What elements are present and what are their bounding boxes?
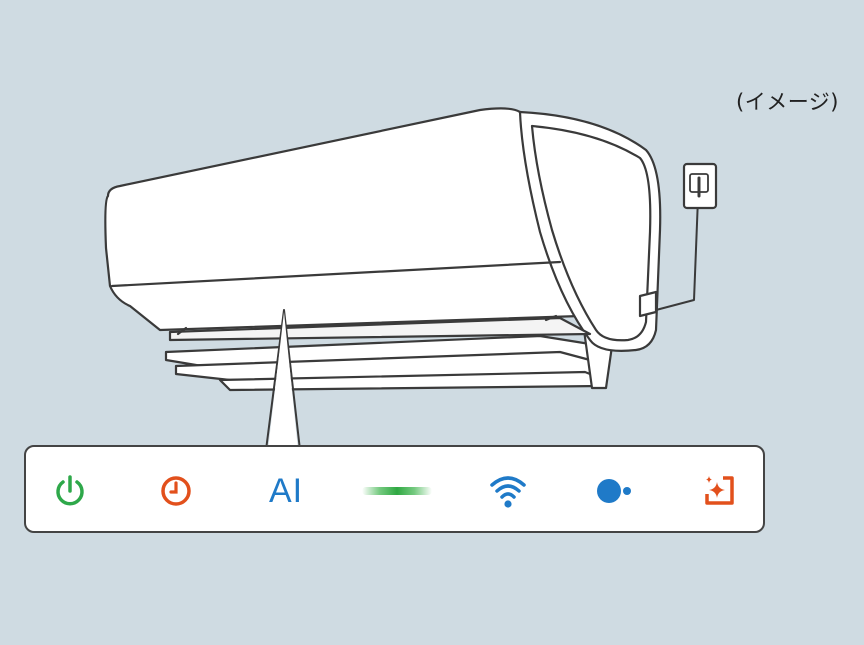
wifi-indicator (486, 471, 530, 511)
clock-icon (161, 476, 191, 506)
sensor-dot-icon (597, 479, 631, 503)
image-caption: (イメージ) (736, 90, 839, 114)
power-indicator (48, 471, 92, 511)
indicator-panel: AI (24, 445, 765, 533)
wifi-icon (490, 476, 526, 508)
ai-indicator: AI (260, 471, 312, 511)
power-icon (56, 475, 84, 506)
ai-label: AI (268, 472, 304, 510)
sparkle-indicator (698, 471, 742, 511)
glow-bar-icon (362, 487, 432, 495)
sensor-indicator (592, 471, 636, 511)
operation-lamp-indicator (362, 471, 432, 511)
timer-indicator (154, 471, 198, 511)
sparkle-frame-icon (705, 476, 734, 505)
